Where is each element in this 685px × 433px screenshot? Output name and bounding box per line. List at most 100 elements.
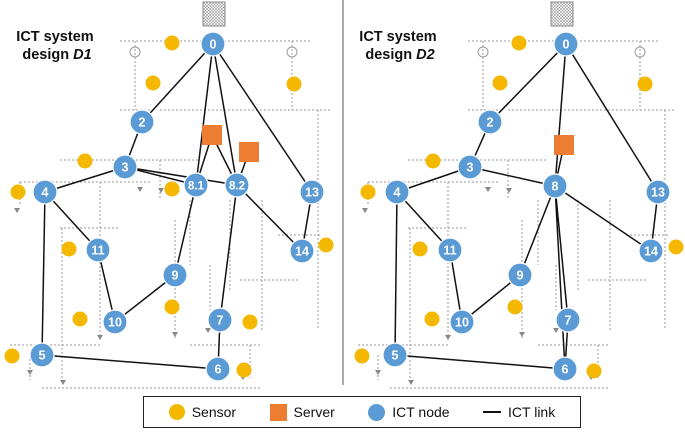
sensor-marker (424, 311, 440, 327)
ict-node-circle (552, 356, 578, 382)
panel-title-d2: ICT system design D2 (359, 29, 440, 63)
ict-node-label: 6 (562, 362, 569, 376)
ict-node-label: 5 (39, 348, 46, 362)
ict-link-0-8 (554, 43, 567, 187)
panel-title-d1-design-word: design (22, 47, 69, 63)
ict-node-circle (129, 109, 155, 135)
ict-node-label: 9 (172, 268, 179, 282)
ict-node-circle (437, 237, 463, 263)
ict-node-label: 0 (210, 37, 217, 51)
ict-link-8-7 (554, 185, 569, 321)
ict-link-3-4 (44, 166, 126, 193)
ict-node-label: 10 (108, 315, 122, 329)
ict-node-label: 14 (295, 244, 309, 258)
ict-node-circle (553, 31, 579, 57)
ict-node-label: 7 (565, 313, 572, 327)
servers (202, 125, 574, 162)
ict-node-11: 11 (437, 237, 463, 263)
ict-node-circle (542, 173, 568, 199)
ict-node-label: 11 (443, 243, 456, 257)
ict-link-10-9 (114, 274, 176, 323)
sensor-marker (354, 348, 370, 364)
ict-link-0-13 (565, 43, 659, 193)
ict-node-circle (289, 238, 315, 264)
ict-node-5: 5 (382, 342, 408, 368)
ict-node-8.2: 8.2 (224, 172, 250, 198)
ict-node-8.1: 8.1 (183, 172, 209, 198)
substation-hatch-d1 (202, 1, 226, 27)
ict-node-circle (162, 262, 188, 288)
ict-node-9: 9 (507, 262, 533, 288)
sensor-marker (164, 181, 180, 197)
transformer-icon (129, 46, 141, 58)
ict-node-circle (384, 179, 410, 205)
sensor-marker (511, 35, 527, 51)
ict-link-8.2-7 (219, 184, 238, 321)
panel-title-d1-label: D1 (73, 47, 92, 63)
ict-node-label: 8 (552, 179, 559, 193)
ict-node-10: 10 (449, 309, 475, 335)
sensor-marker (586, 363, 602, 379)
ict-node-8: 8 (542, 173, 568, 199)
ict-node-2: 2 (477, 109, 503, 135)
ict-node-6: 6 (552, 356, 578, 382)
ict-node-circle (299, 179, 325, 205)
transformer-icon (286, 46, 298, 58)
ict-node-13: 13 (645, 179, 671, 205)
server-marker (202, 125, 222, 145)
ict-node-label: 4 (42, 185, 49, 199)
ict-node-circle (638, 238, 664, 264)
ict-node-3: 3 (112, 154, 138, 180)
ict-node-label: 9 (517, 268, 524, 282)
legend-ict-node: ICT node (368, 403, 450, 421)
sensor-marker (61, 241, 77, 257)
legend-server-label: Server (293, 404, 335, 420)
sensor-marker (637, 76, 653, 92)
sensor-marker (492, 75, 508, 91)
ict-node-14: 14 (638, 238, 664, 264)
ict-node-circle (32, 179, 58, 205)
sensor-marker (145, 75, 161, 91)
ict-node-circle (382, 342, 408, 368)
ict-node-label: 7 (217, 313, 224, 327)
sensors (4, 35, 684, 379)
ict-node-circle (183, 172, 209, 198)
ict-link-0-2 (489, 43, 567, 123)
sensor-marker (412, 241, 428, 257)
panel-title-d2-design-word: design (365, 47, 412, 63)
transformer-icon (634, 46, 646, 58)
sensor-marker (668, 239, 684, 255)
ict-node-label: 5 (392, 348, 399, 362)
legend-ict-node-label: ICT node (392, 404, 450, 420)
legend-server: Server (269, 403, 335, 421)
ict-node-11: 11 (85, 237, 111, 263)
ict-node-4: 4 (384, 179, 410, 205)
ict-node-circle (457, 154, 483, 180)
ict-node-circle (507, 262, 533, 288)
ict-link-4-5 (394, 191, 398, 356)
legend-ict-link: ICT link (483, 404, 555, 420)
ict-link-0-8.1 (195, 43, 214, 186)
ict-link-8.2-14 (236, 184, 303, 252)
ict-node-label: 6 (215, 362, 222, 376)
ict-link-0-8.2 (212, 43, 238, 186)
ict-link-8-6 (554, 185, 566, 370)
ict-link-9-8.1 (174, 184, 197, 276)
legend-sensor-label: Sensor (191, 404, 237, 420)
panel-title-d2-label: D2 (416, 47, 435, 63)
ict-node-6: 6 (205, 356, 231, 382)
ict-node-4: 4 (32, 179, 58, 205)
ict-node-label: 13 (651, 185, 665, 199)
ict-node-label: 8.2 (229, 180, 245, 192)
sensor-marker (4, 348, 20, 364)
ict-link-8-14 (554, 185, 652, 252)
ict-node-label: 4 (394, 185, 401, 199)
panel-title-d1: ICT system design D1 (16, 29, 97, 63)
ict-node-2: 2 (129, 109, 155, 135)
sensor-marker (77, 153, 93, 169)
ict-link-5-6 (394, 354, 566, 370)
ict-node-label: 13 (305, 185, 319, 199)
sensor-marker (236, 362, 252, 378)
